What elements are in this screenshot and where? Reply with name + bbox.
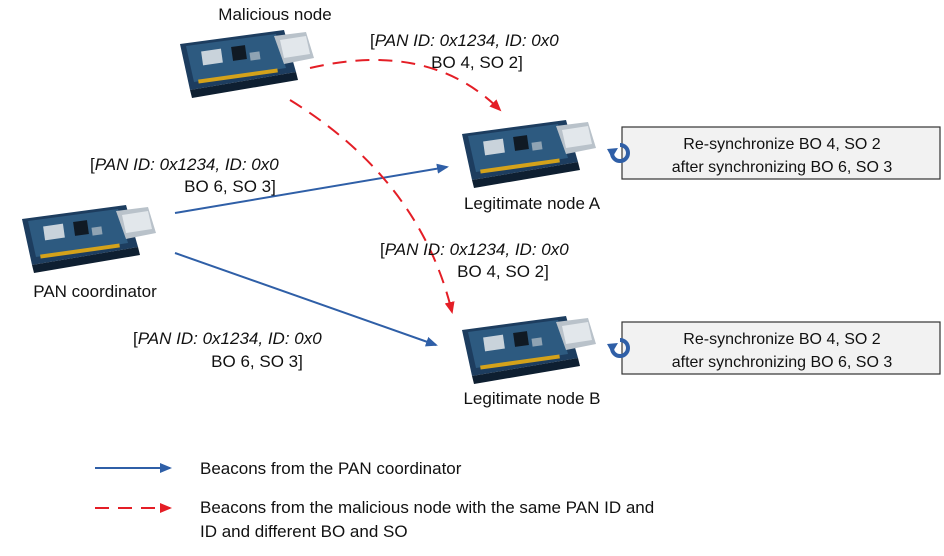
legitimate-node-a-board-icon [462,120,596,188]
beacon-label-malicious-to-b: [PAN ID: 0x1234, ID: 0x0 BO 4, SO 2] [380,240,569,281]
legend: Beacons from the PAN coordinator Beacons… [95,459,654,541]
svg-text:[PAN ID: 0x1234, ID: 0x0: [PAN ID: 0x1234, ID: 0x0 [90,155,279,174]
malicious-node-board-icon [180,30,314,98]
pan-coordinator-label: PAN coordinator [33,282,157,301]
legitimate-node-a-label: Legitimate node A [464,194,601,213]
legend-malicious-label-line2: ID and different BO and SO [200,522,408,541]
malicious-to-node-b-arrow [289,99,455,314]
svg-text:after synchronizing BO 6, SO 3: after synchronizing BO 6, SO 3 [672,159,893,176]
svg-text:BO 4, SO 2]: BO 4, SO 2] [457,262,549,281]
legitimate-node-b-board-icon [462,316,596,384]
legend-malicious-label-line1: Beacons from the malicious node with the… [200,498,654,517]
legitimate-node-b-label: Legitimate node B [463,389,600,408]
svg-text:[PAN ID: 0x1234, ID: 0x0: [PAN ID: 0x1234, ID: 0x0 [133,329,322,348]
pan-coordinator-board-icon [22,205,156,273]
malicious-node-label: Malicious node [218,5,331,24]
malicious-to-node-a-arrow [309,59,502,112]
svg-text:BO 4, SO 2]: BO 4, SO 2] [431,53,523,72]
svg-text:after synchronizing BO 6, SO 3: after synchronizing BO 6, SO 3 [672,354,893,371]
beacon-label-coordinator-to-a: [PAN ID: 0x1234, ID: 0x0 BO 6, SO 3] [90,155,279,196]
legend-coordinator-label: Beacons from the PAN coordinator [200,459,462,478]
svg-text:BO 6, SO 3]: BO 6, SO 3] [184,177,276,196]
svg-text:Re-synchronize BO 4, SO 2: Re-synchronize BO 4, SO 2 [683,331,881,348]
coordinator-to-node-b-arrow [174,252,438,347]
beacon-label-malicious-to-a: [PAN ID: 0x1234, ID: 0x0 BO 4, SO 2] [370,31,559,72]
svg-text:Re-synchronize BO 4, SO 2: Re-synchronize BO 4, SO 2 [683,136,881,153]
svg-text:[PAN ID: 0x1234, ID: 0x0: [PAN ID: 0x1234, ID: 0x0 [380,240,569,259]
resync-box-a: Re-synchronize BO 4, SO 2 after synchron… [605,126,941,180]
svg-text:BO 6, SO 3]: BO 6, SO 3] [211,352,303,371]
svg-text:[PAN ID: 0x1234, ID: 0x0: [PAN ID: 0x1234, ID: 0x0 [370,31,559,50]
coordinator-to-node-a-arrow [174,163,449,214]
resync-box-b: Re-synchronize BO 4, SO 2 after synchron… [605,321,941,375]
beacon-label-coordinator-to-b: [PAN ID: 0x1234, ID: 0x0 BO 6, SO 3] [133,329,322,371]
